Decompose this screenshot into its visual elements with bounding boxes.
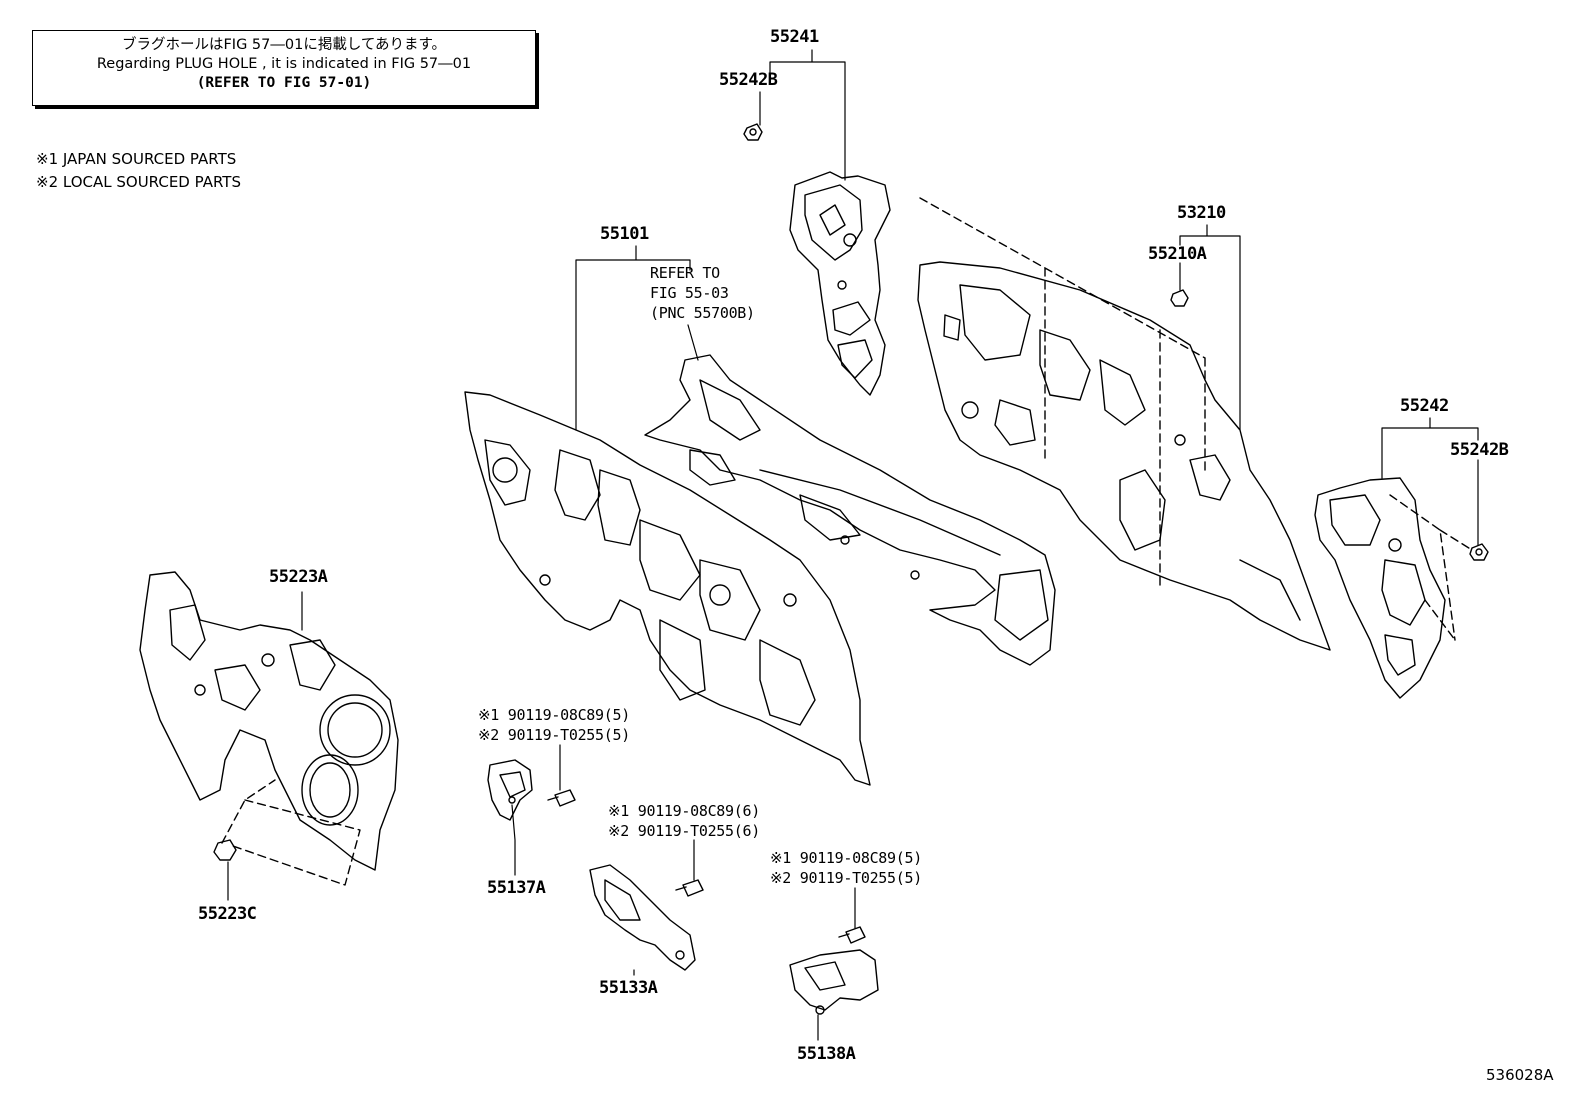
bolt-label-1-line-2[interactable]: ※2 90119-T0255(5) bbox=[478, 726, 630, 744]
label-55138a[interactable]: 55138A bbox=[797, 1044, 856, 1064]
refer-line-2: FIG 55-03 bbox=[650, 284, 729, 302]
part-55101-dash-insulator[interactable] bbox=[464, 391, 871, 786]
label-55223a[interactable]: 55223A bbox=[269, 567, 328, 587]
part-55241-bracket[interactable] bbox=[789, 171, 891, 396]
refer-line-1: REFER TO bbox=[650, 264, 720, 282]
clip-55242b-top[interactable] bbox=[743, 123, 763, 141]
refer-line-3: (PNC 55700B) bbox=[650, 304, 755, 322]
figure-id: 536028A bbox=[1486, 1066, 1554, 1084]
leader-lines bbox=[227, 49, 1479, 1041]
bolt-55138a[interactable] bbox=[838, 926, 866, 944]
part-55223a-silencer[interactable] bbox=[139, 571, 399, 871]
label-53210[interactable]: 53210 bbox=[1177, 203, 1226, 223]
bolt-55137a[interactable] bbox=[547, 789, 576, 807]
label-55133a[interactable]: 55133A bbox=[599, 978, 658, 998]
plug-hole-note-box: ブラグホールはFIG 57―01に掲載してあります。 Regarding PLU… bbox=[32, 30, 536, 106]
part-cowl-55700b[interactable] bbox=[644, 354, 1056, 666]
bolt-label-1-line-1[interactable]: ※1 90119-08C89(5) bbox=[478, 706, 630, 724]
label-55242b-top[interactable]: 55242B bbox=[719, 70, 778, 90]
clip-55223c[interactable] bbox=[213, 839, 237, 861]
legend-local-sourced: ※2 LOCAL SOURCED PARTS bbox=[36, 173, 241, 191]
note-line-english: Regarding PLUG HOLE , it is indicated in… bbox=[96, 56, 472, 72]
part-53210-dash-panel[interactable] bbox=[917, 261, 1331, 651]
label-55242[interactable]: 55242 bbox=[1400, 396, 1449, 416]
bolt-label-2-line-1[interactable]: ※1 90119-08C89(6) bbox=[608, 802, 760, 820]
part-55242-bracket[interactable] bbox=[1314, 477, 1446, 699]
label-55223c[interactable]: 55223C bbox=[198, 904, 257, 924]
part-55138a-bracket[interactable] bbox=[789, 949, 879, 1015]
label-55241[interactable]: 55241 bbox=[770, 27, 819, 47]
label-55210a[interactable]: 55210A bbox=[1148, 244, 1207, 264]
bolt-label-2-line-2[interactable]: ※2 90119-T0255(6) bbox=[608, 822, 760, 840]
note-line-reference: (REFER TO FIG 57-01) bbox=[196, 75, 372, 91]
clip-55210a[interactable] bbox=[1170, 289, 1189, 307]
bolt-label-3-line-1[interactable]: ※1 90119-08C89(5) bbox=[770, 849, 922, 867]
label-55242b-right[interactable]: 55242B bbox=[1450, 440, 1509, 460]
bolt-55133a[interactable] bbox=[675, 879, 704, 897]
clip-55242b-right[interactable] bbox=[1469, 543, 1489, 561]
label-55101[interactable]: 55101 bbox=[600, 224, 649, 244]
note-line-japanese: ブラグホールはFIG 57―01に掲載してあります。 bbox=[121, 37, 447, 53]
part-55137a-bracket[interactable] bbox=[487, 759, 533, 821]
label-55137a[interactable]: 55137A bbox=[487, 878, 546, 898]
legend-japan-sourced: ※1 JAPAN SOURCED PARTS bbox=[36, 150, 237, 168]
part-55133a-bracket[interactable] bbox=[589, 864, 696, 971]
bolt-label-3-line-2[interactable]: ※2 90119-T0255(5) bbox=[770, 869, 922, 887]
